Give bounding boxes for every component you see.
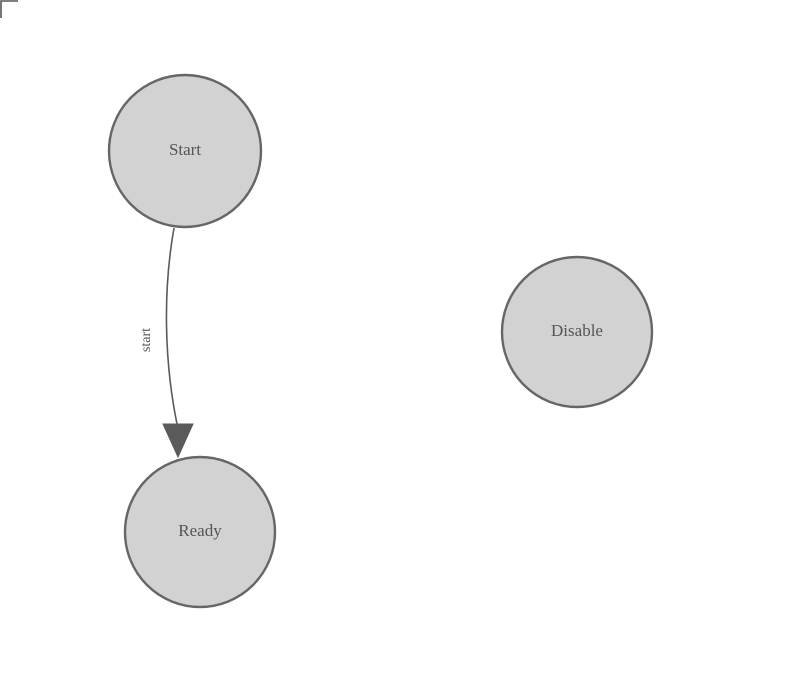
crop-corner-mark: [0, 0, 18, 18]
node-start-circle: [107, 73, 263, 229]
node-disable-circle: [500, 255, 654, 409]
node-start[interactable]: Start: [107, 73, 263, 229]
edge-start-to-ready[interactable]: start: [139, 227, 194, 459]
edge-path: [165, 227, 178, 425]
node-ready-circle: [123, 455, 277, 609]
arrowhead-icon: [162, 423, 194, 459]
node-ready[interactable]: Ready: [123, 455, 277, 609]
node-start-label: Start: [169, 140, 201, 159]
node-disable[interactable]: Disable: [500, 255, 654, 409]
node-disable-label: Disable: [551, 321, 603, 340]
node-ready-label: Ready: [178, 521, 222, 540]
edge-label-start: start: [139, 328, 154, 352]
